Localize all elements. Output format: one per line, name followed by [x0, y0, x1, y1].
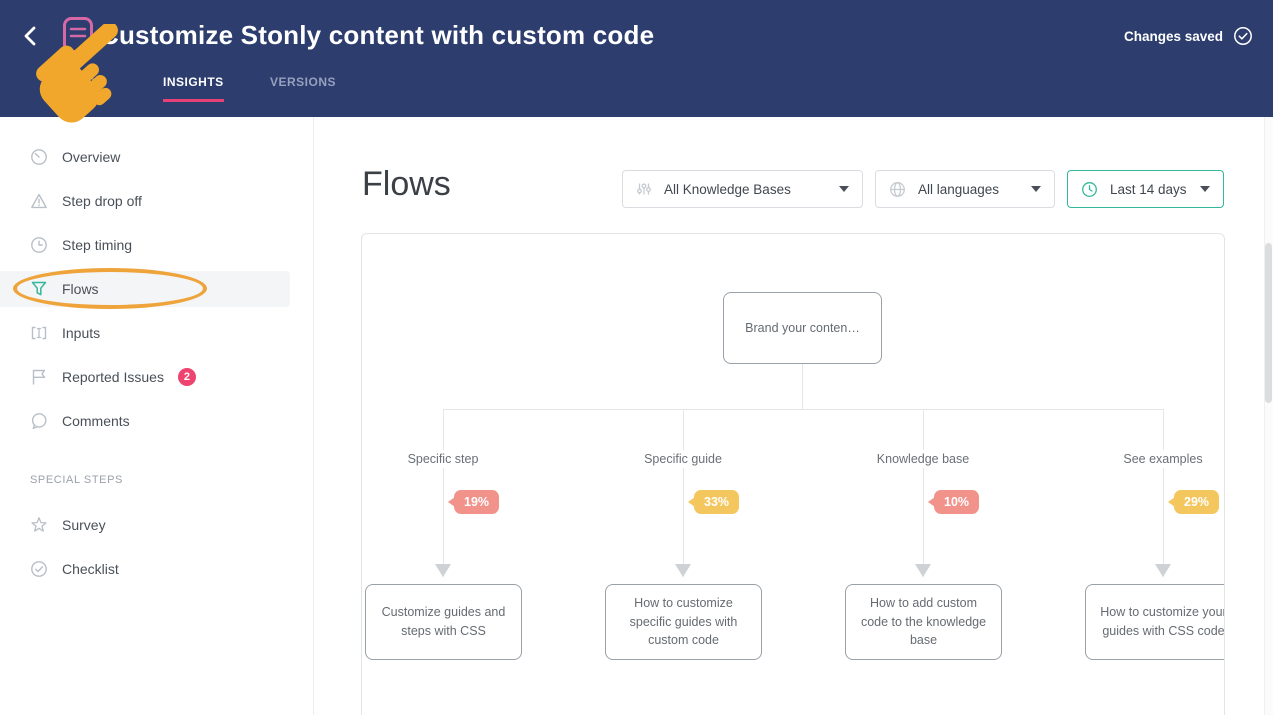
chevron-down-icon	[1200, 186, 1210, 192]
back-button[interactable]	[16, 22, 46, 52]
sidebar-item-label: Step drop off	[62, 193, 142, 209]
dropdown-value: All languages	[918, 181, 1000, 197]
sidebar-item-label: Overview	[62, 149, 121, 165]
branch-percent: 33%	[704, 495, 730, 509]
flow-target-node[interactable]: Customize guides and steps with CSS	[365, 584, 522, 660]
branch-percent-badge: 29%	[1168, 490, 1220, 514]
branch-label: Specific step	[399, 450, 487, 468]
branch-percent: 29%	[1184, 495, 1210, 509]
arrow-down-icon	[675, 564, 691, 577]
flow-target-node[interactable]: How to add custom code to the knowledge …	[845, 584, 1002, 660]
sidebar-item-label: Step timing	[62, 237, 133, 253]
sidebar-item-label: Checklist	[62, 561, 119, 577]
issues-count-badge: 2	[177, 368, 196, 386]
sidebar-item-step-timing[interactable]: Step timing	[0, 227, 260, 263]
sidebar-item-checklist[interactable]: Checklist	[0, 551, 260, 587]
funnel-icon	[31, 281, 47, 296]
sidebar-item-label: Flows	[62, 281, 99, 297]
clock-icon	[31, 237, 47, 253]
insights-sidebar: Overview Step drop off Step timing Flows	[0, 117, 314, 715]
flow-target-node[interactable]: How to customize specific guides with cu…	[605, 584, 762, 660]
connector-line	[1163, 409, 1164, 577]
scrollbar-thumb[interactable]	[1265, 243, 1272, 403]
arrow-down-icon	[435, 564, 451, 577]
branch-label: See examples	[1115, 450, 1211, 468]
sliders-icon	[637, 183, 651, 195]
sidebar-item-reported-issues[interactable]: Reported Issues 2	[0, 359, 260, 395]
sidebar-item-survey[interactable]: Survey	[0, 507, 260, 543]
badge-tail	[688, 497, 695, 507]
star-icon	[31, 517, 47, 532]
branch-percent: 19%	[464, 495, 490, 509]
branch-percent-badge: 10%	[928, 490, 980, 514]
flag-icon	[32, 369, 46, 385]
badge-tail	[928, 497, 935, 507]
sidebar-item-label: Survey	[62, 517, 106, 533]
special-steps-section-label: SPECIAL STEPS	[30, 474, 123, 486]
clock-icon	[1082, 181, 1097, 197]
connector-line	[683, 409, 684, 577]
flow-target-node[interactable]: How to customize your guides with CSS co…	[1085, 584, 1224, 660]
branch-label: Specific guide	[636, 450, 730, 468]
arrow-down-icon	[1155, 564, 1171, 577]
flows-diagram-panel: Brand your conten… Specific step Specifi…	[361, 233, 1225, 715]
save-status-label: Changes saved	[1123, 28, 1223, 44]
badge-tail	[448, 497, 455, 507]
save-status: Changes saved	[1124, 26, 1253, 46]
comment-bubble-icon	[31, 413, 47, 430]
chevron-down-icon	[839, 186, 849, 192]
gauge-icon	[31, 149, 47, 165]
date-range-dropdown[interactable]: Last 14 days	[1067, 170, 1224, 208]
connector-line	[443, 409, 444, 577]
sidebar-item-inputs[interactable]: Inputs	[0, 315, 260, 351]
flow-root-node[interactable]: Brand your conten…	[723, 292, 882, 364]
sidebar-item-step-drop-off[interactable]: Step drop off	[0, 183, 260, 219]
app-header: Customize Stonly content with custom cod…	[0, 0, 1273, 117]
arrow-down-icon	[915, 564, 931, 577]
branch-percent: 10%	[944, 495, 970, 509]
sidebar-item-label: Inputs	[62, 325, 101, 341]
page-title: Flows	[362, 165, 451, 203]
connector-line	[802, 364, 803, 409]
sidebar-item-comments[interactable]: Comments	[0, 403, 260, 439]
globe-icon	[890, 181, 905, 197]
input-brackets-icon	[31, 326, 47, 340]
page-header-title: Customize Stonly content with custom cod…	[100, 20, 655, 50]
guide-document-icon	[62, 16, 94, 59]
badge-tail	[1168, 497, 1175, 507]
sidebar-item-label: Reported Issues	[62, 369, 164, 385]
branch-percent-badge: 19%	[448, 490, 500, 514]
vertical-scrollbar	[1264, 117, 1273, 715]
tab-editor[interactable]: EDITOR	[57, 75, 105, 99]
languages-dropdown[interactable]: All languages	[875, 170, 1055, 208]
sidebar-item-flows[interactable]: Flows	[0, 271, 290, 307]
tab-insights[interactable]: INSIGHTS	[163, 75, 224, 102]
dropdown-value: All Knowledge Bases	[664, 181, 791, 197]
tab-versions[interactable]: VERSIONS	[270, 75, 336, 99]
check-circle-icon	[1234, 27, 1252, 45]
chevron-down-icon	[1031, 186, 1041, 192]
branch-percent-badge: 33%	[688, 490, 740, 514]
sidebar-item-overview[interactable]: Overview	[0, 139, 260, 175]
sidebar-item-label: Comments	[62, 413, 130, 429]
branch-label: Knowledge base	[868, 450, 978, 468]
check-circle-icon	[31, 561, 47, 577]
warning-triangle-icon	[31, 193, 47, 209]
dropdown-value: Last 14 days	[1110, 181, 1187, 197]
connector-line	[923, 409, 924, 577]
knowledge-bases-dropdown[interactable]: All Knowledge Bases	[622, 170, 863, 208]
connector-line	[443, 409, 1164, 410]
chevron-left-icon	[24, 26, 36, 45]
